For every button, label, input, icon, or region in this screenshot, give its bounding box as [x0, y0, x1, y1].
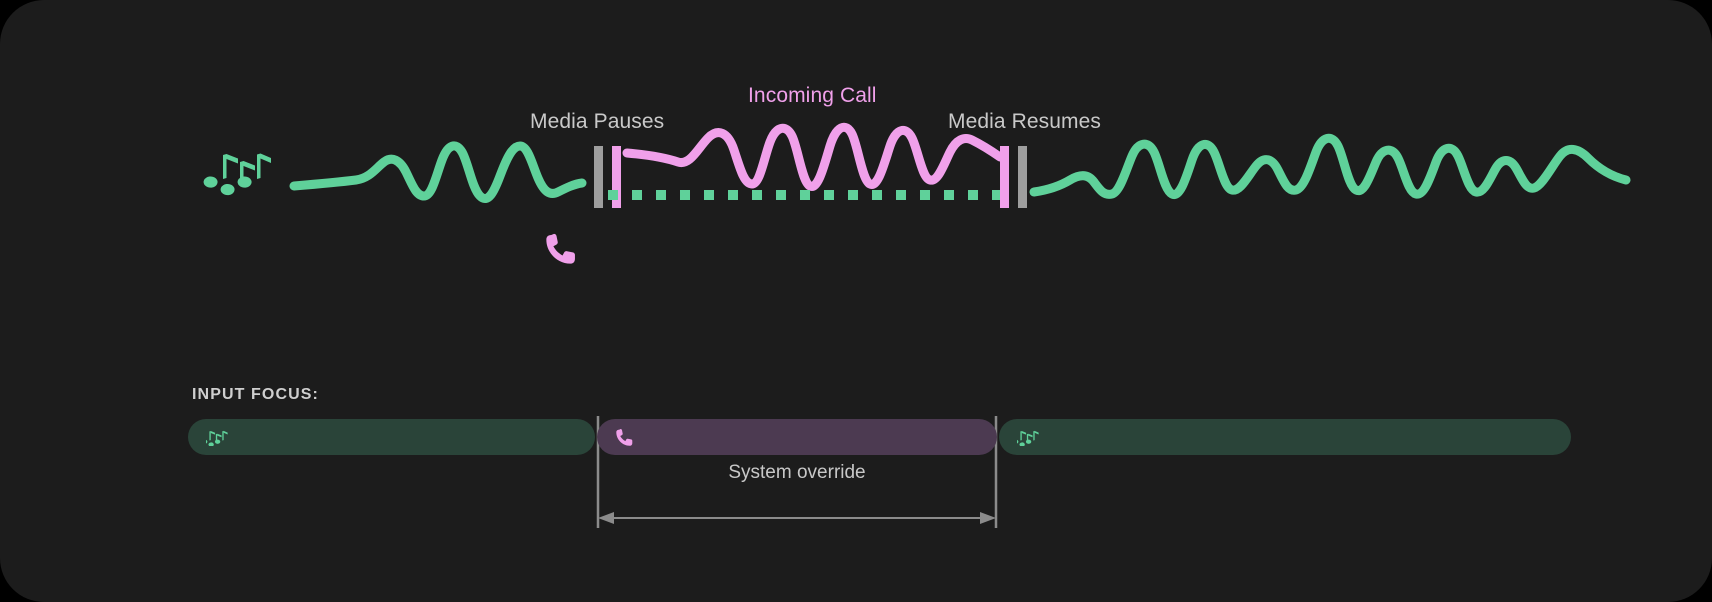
focus-bar-media-before[interactable] — [188, 419, 595, 455]
label-media-resumes: Media Resumes — [948, 110, 1102, 133]
music-notes-icon — [1017, 430, 1039, 446]
media-waveform-before — [289, 141, 587, 203]
phone-handset-icon — [616, 428, 633, 446]
music-notes-icon — [206, 430, 228, 446]
label-incoming-call: Incoming Call — [748, 84, 877, 107]
timeline-graphic — [203, 122, 1631, 208]
phone-handset-icon — [546, 233, 575, 264]
media-waveform-after — [1029, 133, 1631, 199]
system-override-label: System override — [728, 462, 866, 483]
focus-bar-media-after[interactable] — [999, 419, 1571, 455]
pause-marker-start — [594, 146, 621, 208]
audio-focus-timeline: Media Pauses Incoming Call Media Resumes — [203, 84, 1631, 208]
media-muted-dashes — [608, 190, 1002, 200]
override-arrow-head-right — [980, 512, 996, 524]
label-media-pauses: Media Pauses — [530, 110, 665, 133]
music-notes-icon — [203, 153, 271, 196]
input-focus-title: INPUT FOCUS: — [192, 386, 319, 403]
call-waveform — [622, 122, 1005, 191]
pause-marker-end — [1000, 146, 1027, 208]
override-arrow-head-left — [598, 512, 614, 524]
input-focus-section: INPUT FOCUS: System override — [0, 330, 1712, 602]
focus-bar-call[interactable] — [597, 419, 997, 455]
